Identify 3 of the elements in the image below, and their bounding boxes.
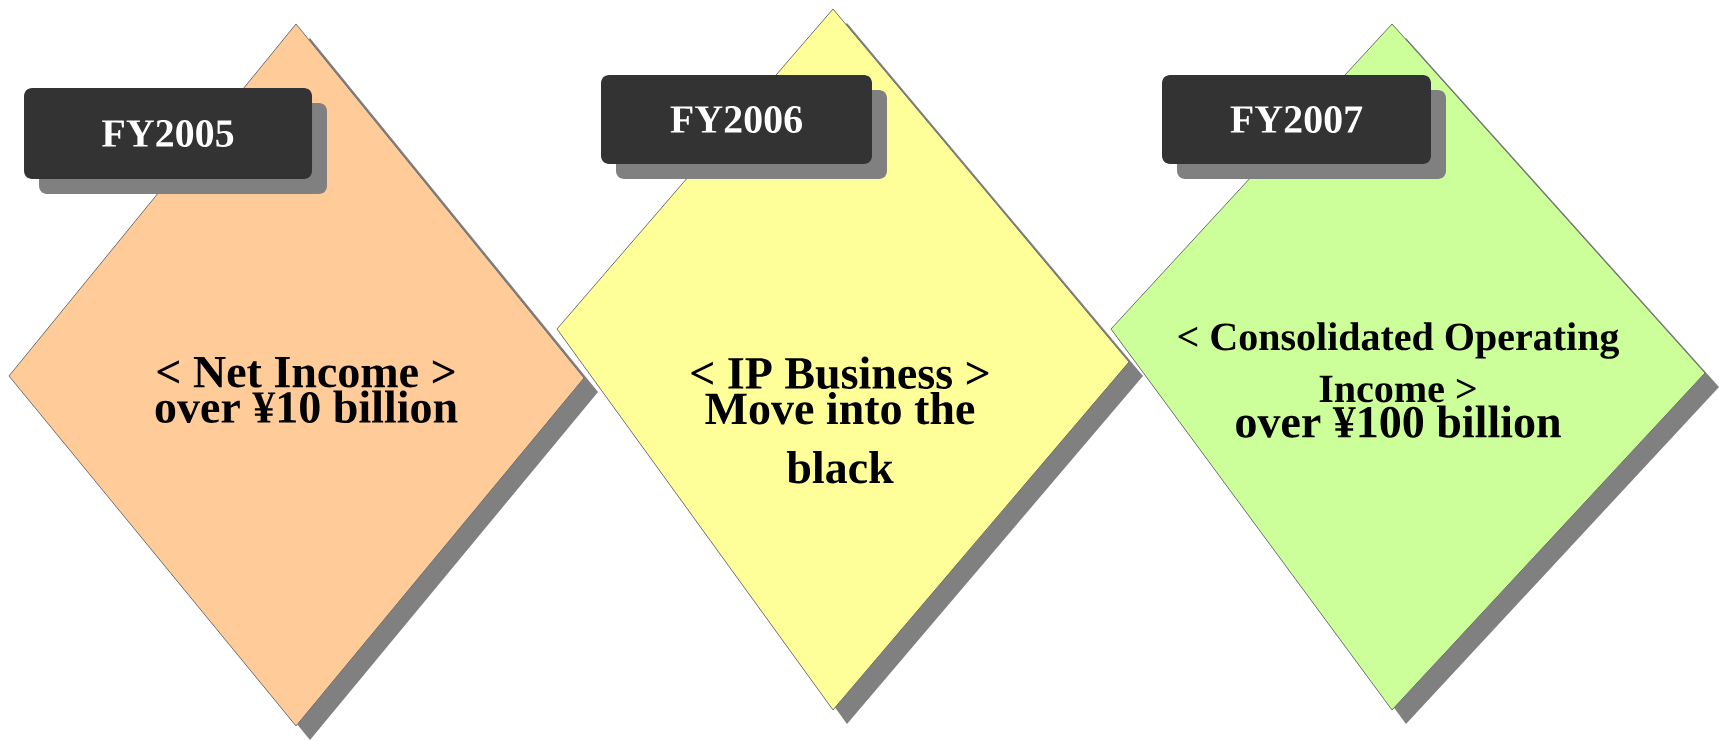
year-tab: FY2005 xyxy=(24,88,327,194)
year-tab: FY2007 xyxy=(1162,75,1446,179)
year-tab: FY2006 xyxy=(601,75,887,179)
